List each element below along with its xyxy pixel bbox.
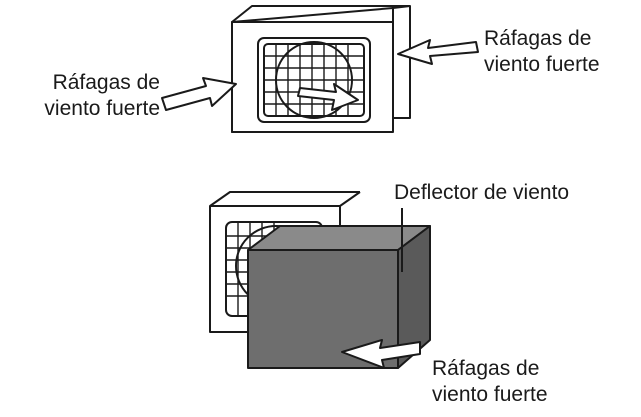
wind-arrow-bottom <box>341 339 421 369</box>
wind-arrow-fan <box>297 83 359 111</box>
wind-label-bottom: Ráfagas de viento fuerte <box>432 356 548 408</box>
deflector-label: Deflector de viento <box>394 181 570 204</box>
wind-label-line2: viento fuerte <box>484 53 600 76</box>
outdoor-unit-top <box>231 5 411 133</box>
wind-label-line2: viento fuerte <box>432 383 548 406</box>
wind-label-line1: Ráfagas de <box>432 357 540 380</box>
wind-label-line1: Ráfagas de <box>52 71 160 94</box>
wind-label-top-left: Ráfagas de viento fuerte <box>14 70 160 122</box>
wind-label-line1: Ráfagas de <box>484 27 592 50</box>
wind-label-line2: viento fuerte <box>44 97 160 120</box>
wind-deflector <box>247 225 431 369</box>
wind-label-top-right: Ráfagas de viento fuerte <box>484 26 600 78</box>
wind-arrow-left <box>161 77 237 111</box>
wind-arrow-right <box>397 39 479 65</box>
